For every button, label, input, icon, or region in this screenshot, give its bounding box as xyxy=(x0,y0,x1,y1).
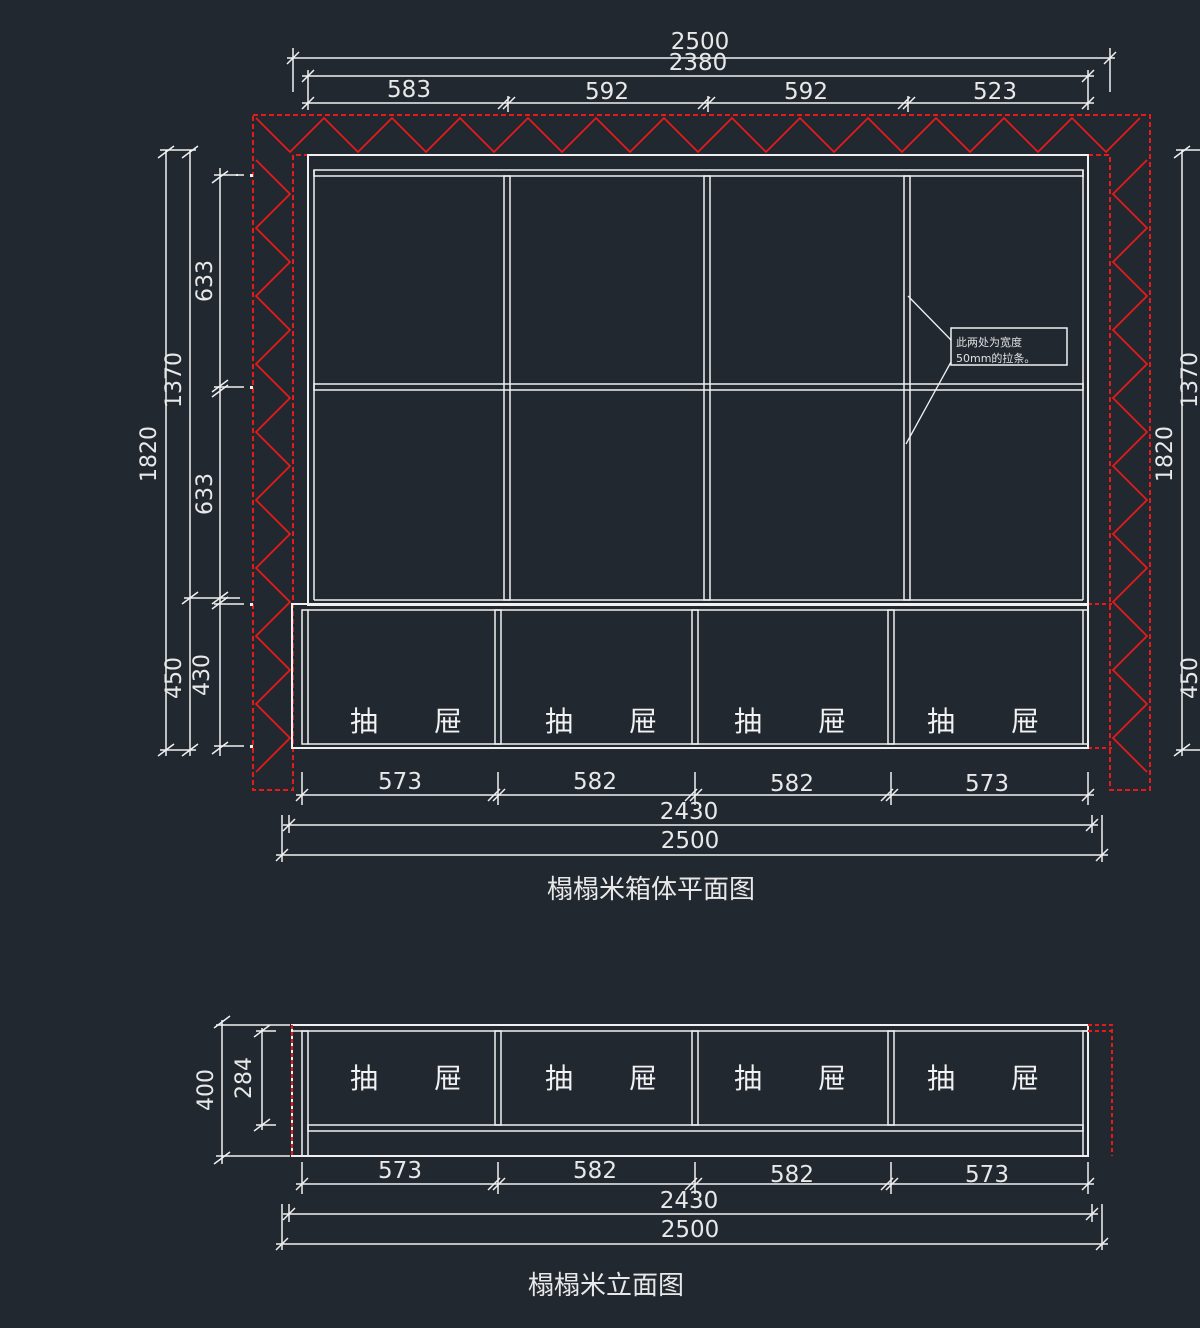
top-dimensions xyxy=(286,48,1117,112)
dim-top-seg-3: 592 xyxy=(784,79,828,105)
dim-bottom-seg-2: 582 xyxy=(573,769,617,795)
elev-dim-outer: 400 xyxy=(194,1069,219,1111)
drawer-char-2: 屉 xyxy=(434,1062,462,1095)
bottom-dimensions xyxy=(275,772,1109,862)
dim-right-upper: 1370 xyxy=(1178,352,1200,408)
cabinet-frame xyxy=(307,154,1089,606)
plan-view: 抽 屉 抽 屉 抽 屉 抽 屉 此两处为宽度 50mm的拉条。 xyxy=(137,29,1200,905)
note-callout: 此两处为宽度 50mm的拉条。 xyxy=(905,295,1068,445)
drawer-char-1: 抽 xyxy=(927,705,955,738)
left-dimensions xyxy=(157,145,244,757)
elevation-left-dimensions xyxy=(213,1015,290,1165)
elevation-bottom-dimensions xyxy=(275,1162,1109,1251)
hatch-line xyxy=(255,116,1141,154)
dim-bottom-overall: 2500 xyxy=(661,828,720,854)
drawer-char-1: 抽 xyxy=(350,705,378,738)
drawer-char-2: 屉 xyxy=(818,705,846,738)
dim-left-drawer-inner: 430 xyxy=(190,654,215,696)
drawer-char-1: 抽 xyxy=(734,1062,762,1095)
drawer-char-2: 屉 xyxy=(629,1062,657,1095)
dim-left-upper: 1370 xyxy=(162,352,187,408)
elevation-title: 榻榻米立面图 xyxy=(528,1271,684,1301)
note-line-2: 50mm的拉条。 xyxy=(956,351,1035,365)
wall-hatch xyxy=(252,114,1151,791)
elev-dim-inner: 284 xyxy=(232,1057,257,1099)
dim-left-overall: 1820 xyxy=(137,426,162,482)
dim-left-cell-bottom: 633 xyxy=(193,473,218,515)
drawer-char-1: 抽 xyxy=(734,705,762,738)
dim-top-overall: 2500 xyxy=(671,29,730,55)
drawer-char-1: 抽 xyxy=(350,1062,378,1095)
dim-left-cell-top: 633 xyxy=(193,260,218,302)
elev-dim-inner-width: 2430 xyxy=(660,1188,719,1214)
dim-top-inner: 2380 xyxy=(669,50,728,76)
elev-dim-overall-width: 2500 xyxy=(661,1217,720,1243)
plan-title: 榻榻米箱体平面图 xyxy=(547,875,755,905)
elev-dim-seg-2: 582 xyxy=(573,1158,617,1184)
elevation-view: 抽 屉 抽 屉 抽 屉 抽 屉 400 284 xyxy=(194,1015,1113,1301)
drawer-char-1: 抽 xyxy=(545,1062,573,1095)
drawer-char-2: 屉 xyxy=(1011,1062,1039,1095)
dim-right-drawer: 450 xyxy=(1178,657,1200,699)
elev-dim-seg-1: 573 xyxy=(378,1158,422,1184)
note-line-1: 此两处为宽度 xyxy=(956,335,1022,349)
dim-top-seg-4: 523 xyxy=(973,79,1017,105)
dim-top-seg-2: 592 xyxy=(585,79,629,105)
elev-dim-seg-4: 573 xyxy=(965,1162,1009,1188)
right-dimensions xyxy=(1173,145,1200,757)
dim-top-seg-1: 583 xyxy=(387,77,431,103)
drawer-char-2: 屉 xyxy=(629,705,657,738)
drawer-char-1: 抽 xyxy=(927,1062,955,1095)
left-dim-dots xyxy=(236,174,253,748)
hatch-line xyxy=(254,159,292,773)
drawer-char-1: 抽 xyxy=(545,705,573,738)
dim-bottom-seg-3: 582 xyxy=(770,771,814,797)
dim-bottom-seg-1: 573 xyxy=(378,769,422,795)
drawer-char-2: 屉 xyxy=(818,1062,846,1095)
dim-bottom-seg-4: 573 xyxy=(965,771,1009,797)
dim-left-drawer-outer: 450 xyxy=(162,657,187,699)
elev-dim-seg-3: 582 xyxy=(770,1162,814,1188)
drawer-row: 抽 屉 抽 屉 抽 屉 抽 屉 xyxy=(291,603,1089,749)
dim-right-overall: 1820 xyxy=(1153,426,1178,482)
drawer-char-2: 屉 xyxy=(1011,705,1039,738)
drawer-char-2: 屉 xyxy=(434,705,462,738)
hatch-line xyxy=(1111,159,1149,773)
dim-bottom-inner: 2430 xyxy=(660,799,719,825)
